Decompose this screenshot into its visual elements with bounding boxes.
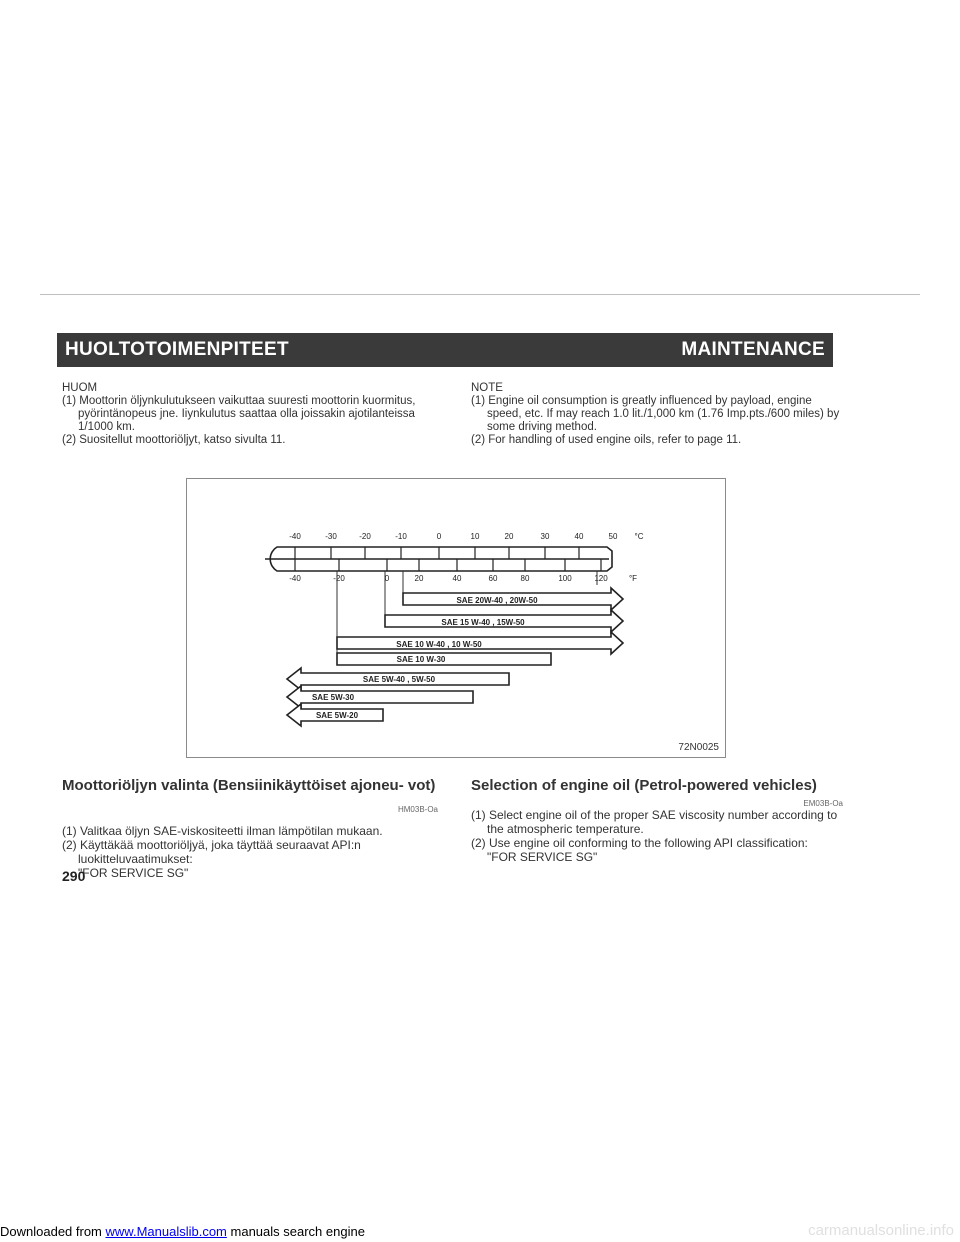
note-item-en-1: (1) Engine oil consumption is greatly in… bbox=[471, 395, 840, 433]
grade-label: SAE 20W-40 , 20W-50 bbox=[456, 596, 538, 605]
note-english: NOTE (1) Engine oil consumption is great… bbox=[471, 382, 841, 447]
download-note: Downloaded from www.Manualslib.com manua… bbox=[0, 1224, 365, 1239]
grade-bar-10w40-10w50: SAE 10 W-40 , 10 W-50 bbox=[336, 630, 625, 656]
selection-items-fi: (1) Valitkaa öljyn SAE-viskositeetti ilm… bbox=[62, 824, 442, 880]
note-item-en-2: (2) For handling of used engine oils, re… bbox=[471, 434, 742, 446]
fahrenheit-scale: -40 -20 0 20 40 60 80 100 120 °F bbox=[289, 574, 637, 583]
celsius-tick-label: -40 bbox=[289, 532, 301, 541]
selection-item-fi-1: (1) Valitkaa öljyn SAE-viskositeetti ilm… bbox=[62, 824, 383, 838]
grade-label: SAE 10 W-40 , 10 W-50 bbox=[396, 640, 482, 649]
download-prefix: Downloaded from bbox=[0, 1224, 102, 1239]
figure-code: 72N0025 bbox=[678, 742, 719, 753]
fahrenheit-tick-label: 20 bbox=[415, 574, 424, 583]
celsius-tick-label: 0 bbox=[437, 532, 442, 541]
section-header-bar: HUOLTOTOIMENPITEET MAINTENANCE bbox=[57, 333, 833, 367]
celsius-tick-label: 30 bbox=[541, 532, 550, 541]
manualslib-link[interactable]: www.Manualslib.com bbox=[105, 1224, 227, 1239]
celsius-tick-label: 10 bbox=[471, 532, 480, 541]
thermometer-outline bbox=[269, 546, 613, 572]
section-title-fi: Moottoriöljyn valinta (Bensiinikäyttöise… bbox=[62, 777, 438, 814]
fahrenheit-tick-marks bbox=[294, 559, 602, 571]
page-number: 290 bbox=[62, 868, 86, 884]
section-title-en-text: Selection of engine oil (Petrol-powered … bbox=[471, 777, 817, 794]
api-class-en: "FOR SERVICE SG" bbox=[487, 850, 598, 864]
grade-bar-10w30: SAE 10 W-30 bbox=[336, 652, 552, 666]
note-heading-en: NOTE bbox=[471, 382, 503, 394]
selection-item-en-1: (1) Select engine oil of the proper SAE … bbox=[471, 808, 838, 836]
grade-label: SAE 10 W-30 bbox=[397, 655, 446, 664]
selection-item-fi-2: (2) Käyttäkää moottoriöljyä, joka täyttä… bbox=[62, 838, 361, 866]
celsius-tick-label: 50 bbox=[609, 532, 618, 541]
celsius-tick-label: 20 bbox=[505, 532, 514, 541]
note-heading-fi: HUOM bbox=[62, 382, 98, 394]
grade-label: SAE 5W-20 bbox=[316, 711, 359, 720]
grade-label: SAE 5W-40 , 5W-50 bbox=[363, 675, 436, 684]
celsius-scale: -40 -30 -20 -10 0 10 20 30 40 50 °C bbox=[289, 532, 643, 541]
celsius-tick-label: -20 bbox=[359, 532, 371, 541]
fahrenheit-unit: °F bbox=[629, 574, 637, 583]
section-title-en: Selection of engine oil (Petrol-powered … bbox=[471, 777, 843, 808]
download-suffix: manuals search engine bbox=[230, 1224, 365, 1239]
grade-bar-5w20: SAE 5W-20 bbox=[285, 702, 384, 728]
viscosity-chart-svg: -40 -30 -20 -10 0 10 20 30 40 50 °C -40 … bbox=[265, 532, 644, 728]
celsius-tick-label: 40 bbox=[575, 532, 584, 541]
fahrenheit-tick-label: -40 bbox=[289, 574, 301, 583]
grade-bar-5w40-5w50: SAE 5W-40 , 5W-50 bbox=[285, 666, 510, 692]
section-title-fi-text: Moottoriöljyn valinta (Bensiinikäyttöise… bbox=[62, 777, 436, 794]
celsius-tick-marks bbox=[294, 547, 580, 559]
celsius-tick-label: -30 bbox=[325, 532, 337, 541]
celsius-tick-label: -10 bbox=[395, 532, 407, 541]
grade-label: SAE 15 W-40 , 15W-50 bbox=[441, 618, 525, 627]
fahrenheit-tick-label: 120 bbox=[594, 574, 608, 583]
api-class-fi: "FOR SERVICE SG" bbox=[78, 866, 189, 880]
fahrenheit-tick-label: 80 bbox=[521, 574, 530, 583]
top-divider bbox=[40, 294, 920, 295]
note-item-fi-1: (1) Moottorin öljynkulutukseen vaikuttaa… bbox=[62, 395, 416, 433]
section-code-en: EM03B-Oa bbox=[803, 799, 843, 808]
fahrenheit-tick-label: 100 bbox=[558, 574, 572, 583]
grade-bar-15w40-15w50: SAE 15 W-40 , 15W-50 bbox=[384, 608, 625, 634]
grade-label: SAE 5W-30 bbox=[312, 693, 355, 702]
download-footer: Downloaded from www.Manualslib.com manua… bbox=[0, 1222, 960, 1242]
grade-bar-20w40-20w50: SAE 20W-40 , 20W-50 bbox=[402, 586, 625, 612]
fahrenheit-tick-label: 0 bbox=[385, 574, 390, 583]
selection-items-en: (1) Select engine oil of the proper SAE … bbox=[471, 808, 843, 864]
header-title-en: MAINTENANCE bbox=[681, 339, 825, 360]
celsius-unit: °C bbox=[635, 532, 644, 541]
section-code-fi: HM03B-Oa bbox=[397, 805, 438, 814]
note-finnish: HUOM (1) Moottorin öljynkulutukseen vaik… bbox=[62, 382, 438, 447]
viscosity-chart-figure: -40 -30 -20 -10 0 10 20 30 40 50 °C -40 … bbox=[186, 478, 726, 758]
fahrenheit-tick-label: 40 bbox=[453, 574, 462, 583]
fahrenheit-tick-label: -20 bbox=[333, 574, 345, 583]
watermark-text: carmanualsonline.info bbox=[808, 1222, 954, 1239]
header-title-fi: HUOLTOTOIMENPITEET bbox=[65, 339, 289, 360]
grade-bar-5w30: SAE 5W-30 bbox=[285, 684, 474, 710]
selection-item-en-2: (2) Use engine oil conforming to the fol… bbox=[471, 836, 808, 850]
note-item-fi-2: (2) Suositellut moottoriöljyt, katso siv… bbox=[62, 434, 286, 446]
fahrenheit-tick-label: 60 bbox=[489, 574, 498, 583]
